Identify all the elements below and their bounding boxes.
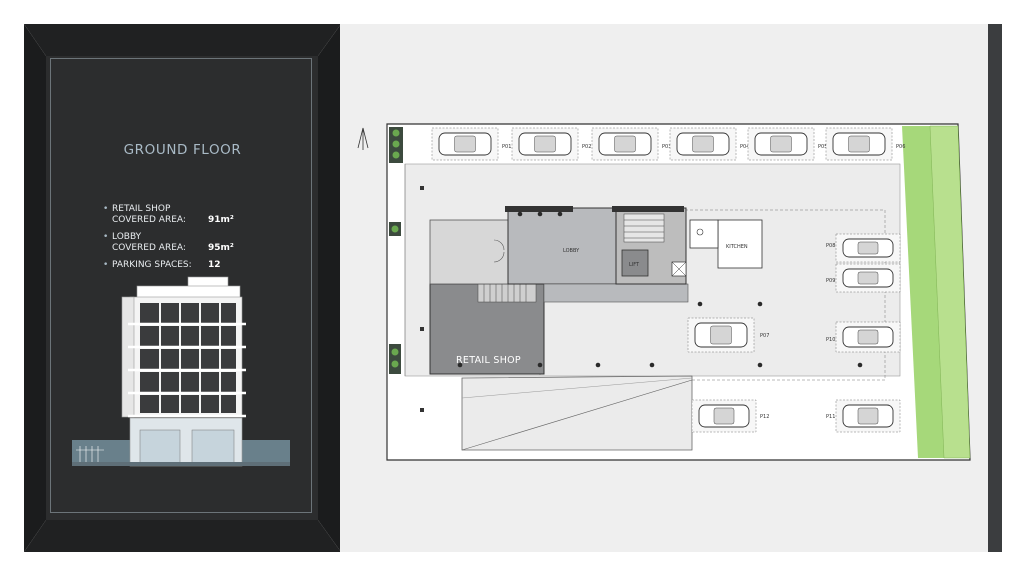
car-window	[692, 135, 714, 153]
kitchen-label: KITCHEN	[726, 244, 748, 250]
parking-bay: P03	[591, 127, 671, 161]
item-label-1: RETAIL SHOP	[112, 204, 171, 214]
car-window	[710, 325, 732, 345]
parking-bay: P06	[825, 127, 905, 161]
bullet-icon: •	[103, 232, 109, 242]
lift-shaft	[621, 249, 649, 277]
floor-title: GROUND FLOOR	[123, 142, 242, 158]
car-window	[857, 241, 879, 255]
car-window	[454, 135, 476, 153]
door-swing	[493, 239, 505, 251]
item-label-1: LOBBY	[112, 232, 142, 242]
parking-bay: P01	[431, 127, 511, 161]
door-swing	[493, 251, 505, 263]
panel-side-left	[24, 24, 46, 552]
item-value: 91m²	[208, 215, 234, 225]
parking-bay: P12	[691, 399, 769, 433]
parking-label: P04	[740, 144, 749, 150]
parking-bay: P11	[826, 399, 901, 433]
car-window	[857, 271, 879, 285]
car-window	[770, 135, 792, 153]
parking-label: P03	[662, 144, 671, 150]
planters	[389, 127, 403, 374]
gate-post	[420, 327, 424, 331]
list-item: • LOBBY COVERED AREA: 95m²	[103, 232, 234, 254]
panel-bottom	[24, 520, 341, 552]
parking-label: P08	[826, 243, 835, 249]
parking-label: P05	[818, 144, 827, 150]
area-list: • RETAIL SHOP COVERED AREA: 91m² • LOBBY…	[103, 204, 234, 277]
stairs	[623, 213, 665, 243]
list-item: • RETAIL SHOP COVERED AREA: 91m²	[103, 204, 234, 226]
parking-bay: P07	[687, 317, 769, 353]
sheet-edge	[988, 24, 1002, 552]
panel-top	[24, 24, 341, 56]
parking-bay: P10	[826, 321, 901, 353]
beam	[612, 206, 684, 212]
car-window	[857, 329, 879, 345]
bullet-icon: •	[103, 204, 109, 214]
car-window	[848, 135, 870, 153]
list-item: • PARKING SPACES: 12	[103, 260, 234, 271]
parking-bay: P02	[511, 127, 591, 161]
parking-bay: P09	[826, 263, 901, 293]
gate-post	[420, 408, 424, 412]
parking-label: P09	[826, 278, 835, 284]
info-panel: GROUND FLOOR • RETAIL SHOP COVERED AREA:…	[24, 24, 341, 552]
beam	[505, 206, 573, 212]
lobby-room	[507, 207, 617, 285]
bullet-icon: •	[103, 260, 109, 270]
gate-post	[420, 186, 424, 190]
retail-stair	[477, 283, 537, 303]
car-window	[534, 135, 556, 153]
parking-bay: P05	[747, 127, 827, 161]
car-window	[857, 407, 879, 425]
lobby-label: LOBBY	[563, 248, 580, 254]
toilet-icon	[696, 228, 704, 236]
green-strip-dotted	[929, 125, 971, 459]
parking-label: P10	[826, 337, 835, 343]
item-value: 12	[208, 260, 221, 270]
lift-label: LIFT	[629, 262, 640, 268]
parking-label: P11	[826, 414, 835, 420]
wc-room	[689, 219, 719, 249]
entrance-hall	[429, 219, 509, 285]
parking-label: P12	[760, 414, 769, 420]
parking-label: P01	[502, 144, 511, 150]
parking-label: P02	[582, 144, 591, 150]
car-window	[713, 407, 735, 425]
item-label-1: PARKING SPACES:	[112, 260, 192, 270]
ramp-edge	[461, 377, 693, 399]
parking-bay: P04	[669, 127, 749, 161]
ramp-line	[461, 379, 693, 451]
kitchen-room	[717, 219, 763, 269]
panel-side-right	[318, 24, 341, 552]
parking-label: P07	[760, 333, 769, 339]
ramp	[461, 375, 693, 451]
item-value: 95m²	[208, 243, 234, 253]
lobby-lower	[543, 283, 689, 303]
columns	[457, 211, 863, 368]
north-arrow-icon	[357, 127, 369, 150]
item-label-2: COVERED AREA:	[112, 243, 186, 253]
item-label-2: COVERED AREA:	[112, 215, 186, 225]
car-window	[614, 135, 636, 153]
parking-bay: P08	[826, 233, 901, 263]
retail-shop-label: RETAIL SHOP	[456, 355, 521, 366]
parking-label: P06	[896, 144, 905, 150]
info-panel-border	[50, 58, 312, 513]
